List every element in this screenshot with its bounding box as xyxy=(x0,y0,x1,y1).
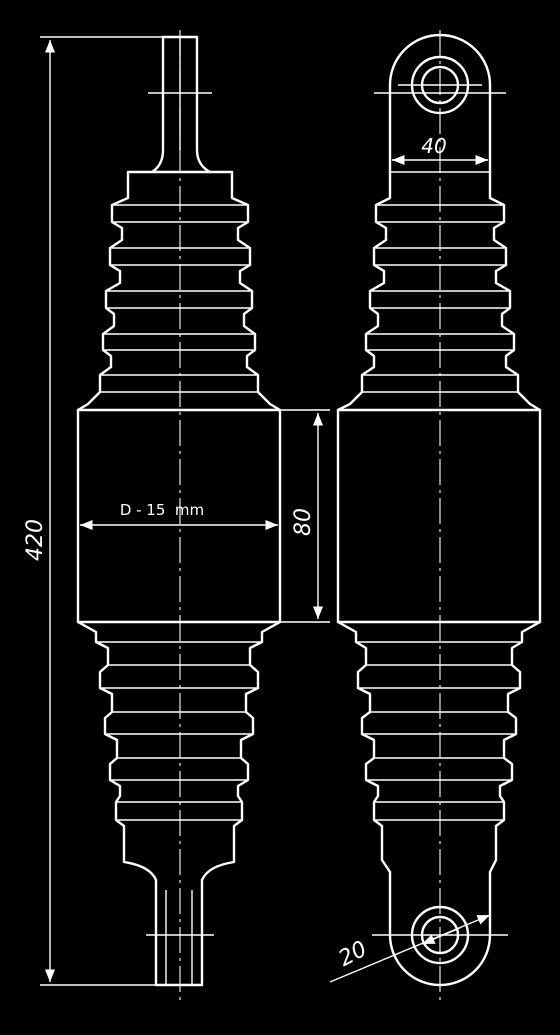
upper-bellows-front xyxy=(336,170,542,412)
dim-overall-length-label: 420 xyxy=(23,519,48,561)
dim-body-height-label: 80 xyxy=(291,508,316,536)
top-rod xyxy=(150,35,212,174)
shock-absorber-side-view: 420 D - 15 mm 80 xyxy=(23,30,330,1000)
body-cylinder xyxy=(76,408,282,624)
bottom-rod xyxy=(154,878,204,987)
dim-eye-width-label: 40 xyxy=(421,134,446,158)
body-cylinder-front xyxy=(336,408,542,624)
dim-body-diameter-label: D - 15 mm xyxy=(120,501,204,519)
shock-absorber-front-view: 40 20 xyxy=(329,30,542,1000)
lower-bellows xyxy=(76,620,282,882)
lower-bellows-front xyxy=(336,620,542,874)
dim-line-eye-hole xyxy=(329,914,491,983)
